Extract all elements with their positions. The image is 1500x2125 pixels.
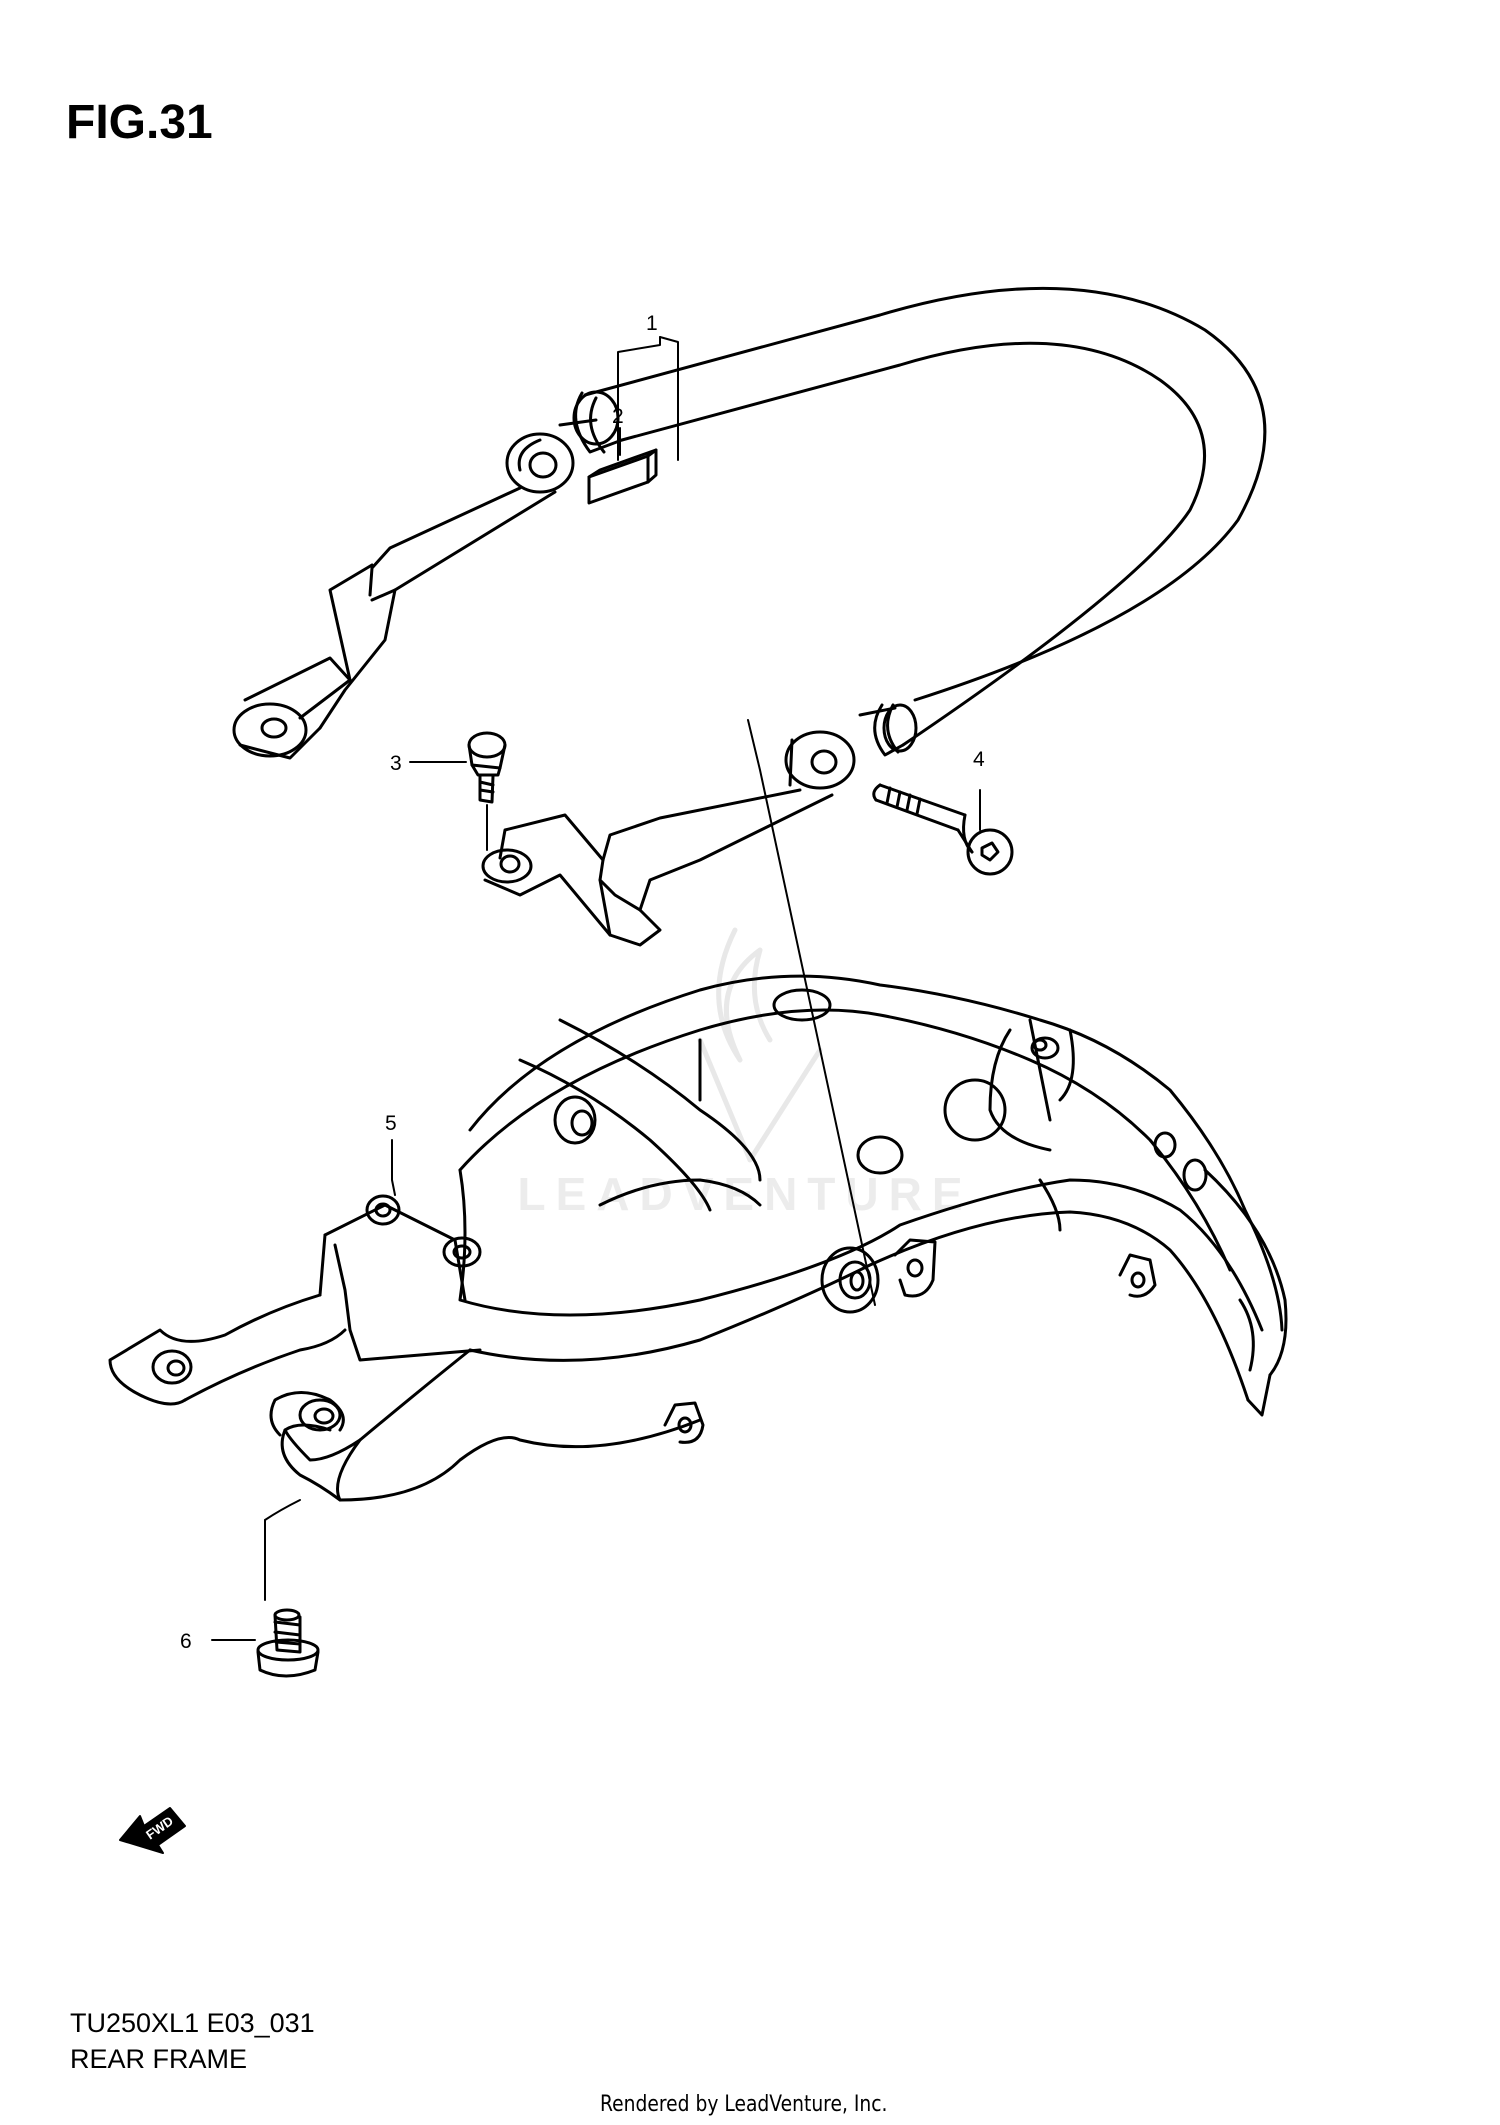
callout-label-4: 4 bbox=[973, 748, 985, 771]
socket-bolt-part-4 bbox=[872, 783, 1014, 876]
assembly-leader-line bbox=[747, 719, 876, 1306]
callout-label-5: 5 bbox=[385, 1112, 397, 1135]
callout-leaders bbox=[211, 336, 981, 1641]
model-code-caption: TU250XL1 E03_031 bbox=[70, 2008, 315, 2038]
rear-grab-rail-part-1 bbox=[232, 286, 1267, 947]
callout-label-3: 3 bbox=[390, 752, 402, 775]
callout-label-2: 2 bbox=[612, 405, 624, 428]
leadventure-watermark-logo bbox=[697, 927, 823, 1163]
rendered-by-footer: Rendered by LeadVenture, Inc. bbox=[600, 2092, 888, 2117]
figure-title: FIG.31 bbox=[66, 96, 213, 149]
reflector-label-part-2 bbox=[587, 448, 658, 505]
callout-label-6: 6 bbox=[180, 1630, 192, 1653]
rear-frame-part-5 bbox=[108, 974, 1288, 1502]
fwd-direction-arrow bbox=[119, 1807, 186, 1854]
flange-bolt-part-6 bbox=[256, 1608, 320, 1678]
bolt-part-3 bbox=[467, 731, 507, 804]
part-name-caption: REAR FRAME bbox=[70, 2044, 248, 2074]
callout-label-1: 1 bbox=[646, 312, 658, 335]
watermark-text: LEADVENTURE bbox=[517, 1168, 972, 1220]
